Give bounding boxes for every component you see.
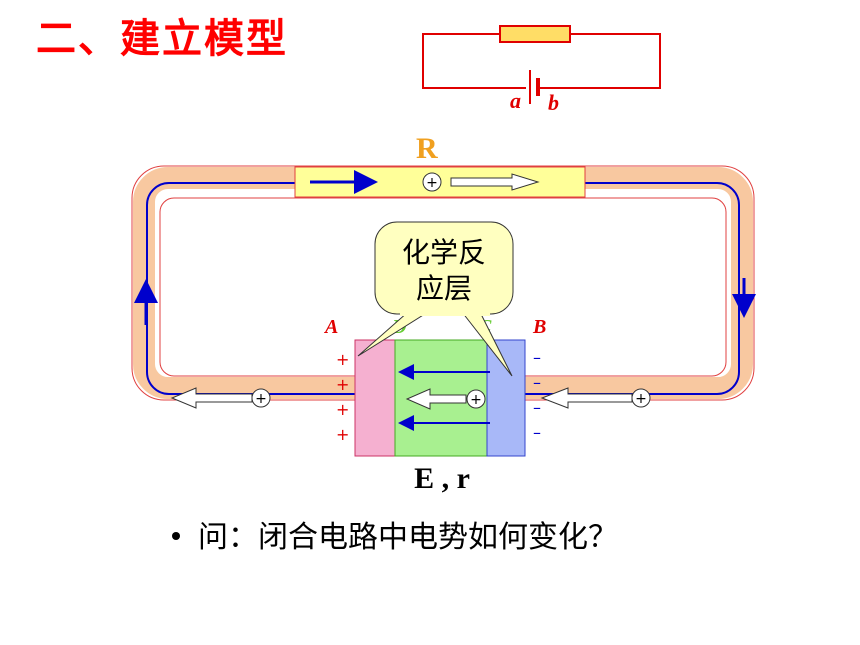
charge-motion-arrow-top <box>450 173 540 191</box>
callout-line-1: 化学反 <box>402 236 486 269</box>
svg-text:+: + <box>336 425 349 444</box>
bullet-dot <box>172 531 180 540</box>
charge-motion-arrow-bottom-left <box>170 387 253 409</box>
svg-text:–: – <box>533 423 541 442</box>
emf-label: E , r <box>414 462 470 495</box>
resistor-label: R <box>416 132 438 165</box>
callout-line-2: 应层 <box>416 272 472 305</box>
charge-motion-arrow-battery <box>405 388 467 410</box>
question-bullet: 问：闭合电路中电势如何变化？ <box>172 512 618 556</box>
reaction-layer-callout: 化学反 应层 <box>357 221 514 377</box>
minus-signs: – – – – <box>533 348 541 442</box>
svg-text:+: + <box>470 392 482 408</box>
label-a: a <box>510 88 521 113</box>
plus-signs: + + + + <box>336 350 349 444</box>
plate-A <box>354 339 396 457</box>
svg-text:+: + <box>255 391 267 407</box>
label-b: b <box>548 90 559 115</box>
charge-bottom-right <box>631 388 651 408</box>
svg-text:–: – <box>533 348 541 367</box>
charge-bottom-left <box>251 388 271 408</box>
charge-motion-arrow-bottom-right <box>540 387 633 409</box>
plate-B <box>486 339 526 457</box>
question-text: 问：闭合电路中电势如何变化？ <box>198 520 618 555</box>
slide-title: 二、建立模型 <box>36 16 288 62</box>
label-A: A <box>323 316 338 338</box>
svg-text:+: + <box>336 375 349 394</box>
schematic-resistor <box>499 25 571 43</box>
svg-text:+: + <box>336 350 349 369</box>
svg-text:+: + <box>635 391 647 407</box>
small-schematic: a b <box>422 25 661 115</box>
svg-text:+: + <box>426 175 438 191</box>
battery: + <box>354 339 526 457</box>
svg-text:–: – <box>533 398 541 417</box>
charge-battery <box>466 389 486 409</box>
label-B: B <box>532 316 546 338</box>
charge-top <box>422 172 442 192</box>
svg-text:–: – <box>533 373 541 392</box>
svg-text:+: + <box>336 400 349 419</box>
